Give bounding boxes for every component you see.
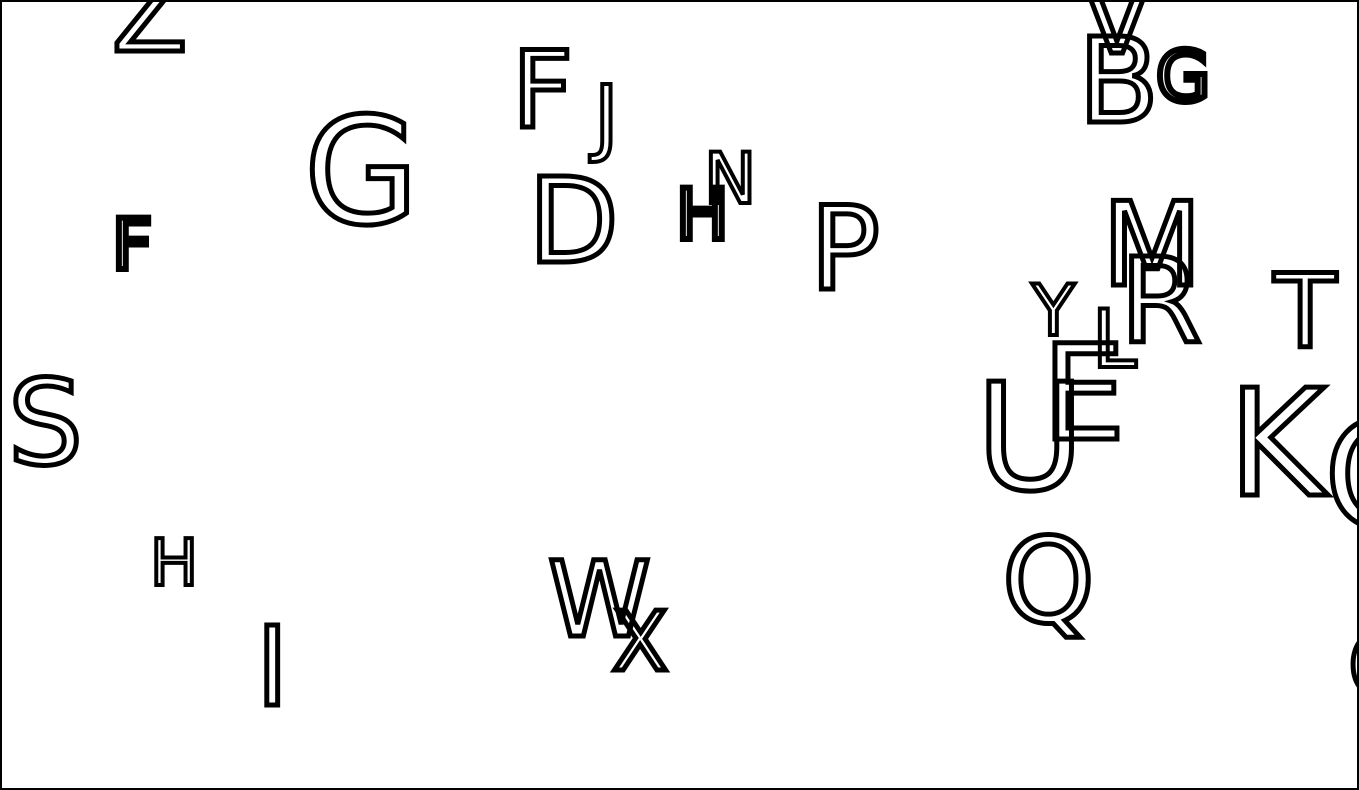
letter-f-large: F [510, 29, 576, 152]
letter-w: W [546, 539, 654, 661]
letter-d: D [526, 152, 622, 290]
letter-b: B [1076, 12, 1162, 150]
letter-g-small: G [1153, 36, 1213, 118]
letter-g-large: G [302, 86, 422, 258]
letter-m: M [1099, 178, 1204, 313]
letter-n: N [702, 138, 758, 220]
letter-r: R [1118, 232, 1205, 370]
letter-k: K [1225, 358, 1327, 530]
letter-t: T [1271, 253, 1338, 372]
letter-p: P [808, 182, 883, 317]
letter-y: Y [1030, 270, 1077, 352]
letter-x: X [609, 595, 670, 690]
letter-f-small: F [109, 204, 155, 286]
letter-s: S [6, 354, 86, 492]
letter-u: U [973, 352, 1086, 524]
letter-z: Z [109, 0, 189, 77]
letter-c-edge-low: C [1346, 619, 1357, 714]
letter-q: Q [1000, 512, 1098, 650]
letter-i: I [253, 603, 291, 731]
letter-e: E [1039, 317, 1127, 471]
letter-j: J [592, 67, 621, 165]
letter-c-edge: C [1321, 400, 1357, 553]
letter-h-small: H [148, 527, 200, 601]
letter-v: V [1080, 0, 1155, 78]
letter-h-bold: H [673, 174, 732, 256]
letter-l: L [1090, 293, 1139, 386]
